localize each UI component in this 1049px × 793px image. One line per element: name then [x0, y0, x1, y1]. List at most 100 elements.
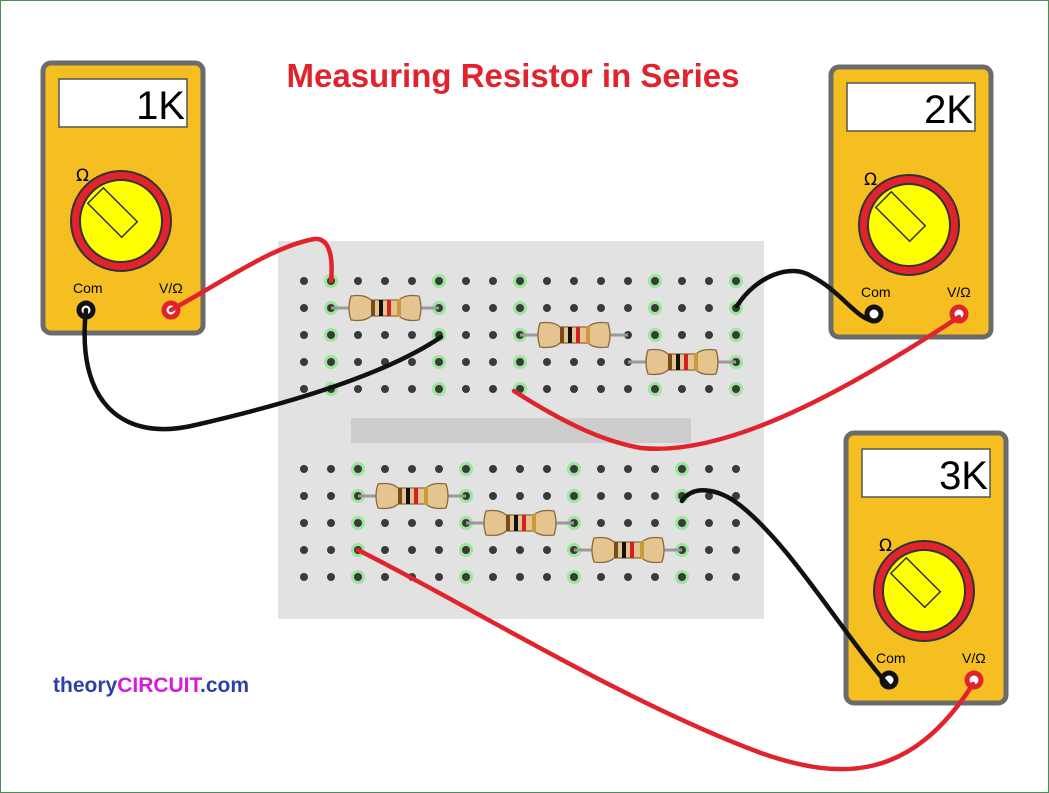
- breadboard-hole: [435, 519, 443, 527]
- breadboard-hole: [489, 546, 497, 554]
- meter-1-vo-label: V/Ω: [159, 280, 183, 296]
- breadboard-hole: [678, 465, 686, 473]
- breadboard-hole: [651, 385, 659, 393]
- breadboard-hole: [543, 277, 551, 285]
- breadboard-hole: [678, 304, 686, 312]
- breadboard-hole: [435, 358, 443, 366]
- breadboard-hole: [543, 465, 551, 473]
- breadboard-hole: [489, 358, 497, 366]
- breadboard-hole: [597, 573, 605, 581]
- breadboard-hole: [516, 546, 524, 554]
- breadboard-hole: [327, 358, 335, 366]
- breadboard-hole: [543, 304, 551, 312]
- breadboard-hole: [435, 277, 443, 285]
- breadboard-hole: [381, 465, 389, 473]
- breadboard-hole: [327, 492, 335, 500]
- brand-part-3: .com: [200, 674, 249, 697]
- breadboard-hole: [705, 385, 713, 393]
- breadboard-hole: [381, 331, 389, 339]
- breadboard-hole: [462, 304, 470, 312]
- breadboard-hole: [516, 304, 524, 312]
- breadboard-hole: [354, 385, 362, 393]
- breadboard-hole: [435, 546, 443, 554]
- breadboard-hole: [705, 492, 713, 500]
- breadboard-hole: [624, 465, 632, 473]
- breadboard-hole: [300, 492, 308, 500]
- breadboard-hole: [651, 573, 659, 581]
- breadboard-hole: [300, 277, 308, 285]
- breadboard-hole: [543, 492, 551, 500]
- multimeter-1: 1K Ω Com V/Ω: [43, 63, 203, 333]
- breadboard-hole: [462, 358, 470, 366]
- breadboard-hole: [705, 546, 713, 554]
- breadboard-hole: [516, 492, 524, 500]
- meter-2-dial-label: Ω: [864, 170, 877, 190]
- breadboard-hole: [300, 546, 308, 554]
- breadboard-hole: [381, 385, 389, 393]
- breadboard-hole: [597, 358, 605, 366]
- breadboard-hole: [705, 573, 713, 581]
- brand-part-2: CIRCUIT: [117, 674, 202, 697]
- breadboard-hole: [462, 331, 470, 339]
- breadboard-hole: [570, 304, 578, 312]
- breadboard-center-channel: [351, 418, 691, 443]
- breadboard-hole: [732, 385, 740, 393]
- breadboard-hole: [327, 573, 335, 581]
- breadboard-hole: [597, 465, 605, 473]
- meter-1-dial-label: Ω: [76, 166, 89, 186]
- meter-2-reading: 2K: [924, 88, 973, 132]
- breadboard-hole: [597, 492, 605, 500]
- breadboard-hole: [705, 519, 713, 527]
- breadboard-hole: [489, 573, 497, 581]
- breadboard-hole: [732, 277, 740, 285]
- breadboard-hole: [570, 465, 578, 473]
- breadboard-hole: [732, 331, 740, 339]
- meter-1-red-wire: [168, 236, 334, 313]
- meter-2-black-wire: [734, 268, 877, 324]
- breadboard-hole: [651, 304, 659, 312]
- diagram-title: Measuring Resistor in Series: [287, 57, 740, 94]
- breadboard-hole: [624, 304, 632, 312]
- breadboard-hole: [300, 573, 308, 581]
- breadboard: [278, 241, 764, 619]
- breadboard-hole: [300, 385, 308, 393]
- breadboard-hole: [354, 519, 362, 527]
- breadboard-hole: [489, 304, 497, 312]
- brand-part-1: theory: [53, 674, 118, 697]
- breadboard-hole: [678, 277, 686, 285]
- meter-3-vo-label: V/Ω: [962, 650, 986, 666]
- breadboard-hole: [354, 277, 362, 285]
- meter-2-com-label: Com: [861, 284, 891, 300]
- breadboard-hole: [408, 385, 416, 393]
- breadboard-hole: [300, 465, 308, 473]
- breadboard-hole: [678, 331, 686, 339]
- breadboard-hole: [327, 331, 335, 339]
- meter-3-reading: 3K: [939, 454, 988, 498]
- breadboard-hole: [516, 358, 524, 366]
- breadboard-hole: [381, 546, 389, 554]
- breadboard-hole: [435, 385, 443, 393]
- breadboard-hole: [489, 465, 497, 473]
- breadboard-hole: [489, 385, 497, 393]
- breadboard-hole: [651, 519, 659, 527]
- breadboard-hole: [678, 519, 686, 527]
- breadboard-hole: [408, 519, 416, 527]
- breadboard-hole: [381, 573, 389, 581]
- breadboard-hole: [462, 277, 470, 285]
- breadboard-hole: [516, 465, 524, 473]
- meter-1-reading: 1K: [136, 84, 185, 128]
- breadboard-hole: [327, 519, 335, 527]
- breadboard-hole: [651, 277, 659, 285]
- breadboard-hole: [354, 331, 362, 339]
- breadboard-hole: [408, 546, 416, 554]
- meter-3-com-label: Com: [876, 650, 906, 666]
- breadboard-hole: [435, 465, 443, 473]
- breadboard-hole: [327, 546, 335, 554]
- breadboard-hole: [354, 573, 362, 581]
- breadboard-hole: [489, 277, 497, 285]
- breadboard-hole: [570, 385, 578, 393]
- breadboard-hole: [381, 277, 389, 285]
- breadboard-hole: [489, 331, 497, 339]
